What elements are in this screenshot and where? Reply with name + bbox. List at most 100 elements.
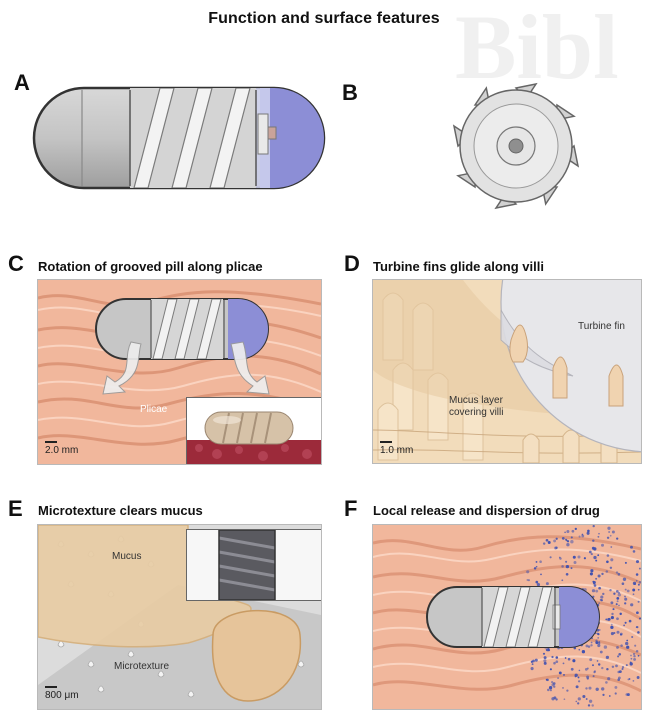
- drug-particle: [636, 650, 639, 653]
- drug-particle: [633, 658, 636, 661]
- drug-particle: [536, 566, 538, 568]
- drug-particle: [592, 547, 595, 550]
- drug-particle: [633, 550, 636, 553]
- drug-particle: [597, 637, 599, 639]
- drug-particle: [631, 636, 633, 638]
- drug-particle: [620, 644, 623, 647]
- drug-particle: [592, 581, 594, 583]
- drug-particle: [584, 557, 586, 559]
- drug-particle: [563, 674, 565, 676]
- drug-particle: [534, 567, 536, 569]
- drug-particle: [571, 536, 573, 538]
- drug-dispersion-scene: [373, 525, 641, 709]
- panel-d-scale-label: 1.0 mm: [380, 445, 413, 456]
- drug-particle: [589, 551, 592, 554]
- drug-particle: [636, 560, 639, 563]
- drug-particle: [636, 611, 639, 614]
- drug-particle: [600, 651, 603, 654]
- drug-particle: [639, 618, 641, 620]
- drug-particle: [566, 573, 569, 576]
- drug-particle: [633, 653, 635, 655]
- drug-particle: [546, 582, 549, 585]
- panel-f-title: Local release and dispersion of drug: [373, 503, 600, 518]
- drug-particle: [579, 670, 581, 672]
- drug-particle: [575, 676, 577, 678]
- drug-particle: [611, 613, 613, 615]
- drug-particle: [532, 663, 534, 665]
- drug-particle: [526, 570, 529, 573]
- drug-particle: [564, 698, 566, 700]
- drug-particle: [550, 668, 552, 670]
- drug-particle: [606, 560, 609, 563]
- drug-particle: [625, 642, 628, 645]
- drug-particle: [620, 633, 623, 636]
- drug-particle: [638, 655, 640, 657]
- drug-particle: [638, 584, 640, 586]
- drug-particle: [544, 656, 547, 659]
- drug-particle: [618, 573, 621, 576]
- panel-d-label: D: [344, 251, 360, 277]
- drug-particle: [571, 668, 574, 671]
- drug-particle: [597, 554, 599, 556]
- drug-particle: [564, 531, 566, 533]
- drug-particle: [601, 667, 603, 669]
- drug-particle: [555, 546, 558, 549]
- drug-particle: [590, 644, 592, 646]
- drug-particle: [566, 689, 568, 691]
- panel-d-scale-bar: 1.0 mm: [380, 441, 413, 456]
- drug-particle: [593, 525, 595, 527]
- drug-particle: [633, 582, 636, 585]
- drug-particle: [578, 697, 581, 700]
- drug-particle: [537, 583, 540, 586]
- drug-particle: [615, 692, 617, 694]
- drug-particle: [593, 675, 595, 677]
- panel-d-title: Turbine fins glide along villi: [373, 259, 544, 274]
- drug-particle: [616, 597, 619, 600]
- villi-and-turbine: [373, 280, 641, 463]
- drug-particle: [610, 558, 613, 561]
- drug-particle: [597, 644, 600, 647]
- drug-particle: [536, 561, 538, 563]
- drug-particle: [598, 641, 600, 643]
- turbine-fin-label: Turbine fin: [578, 321, 625, 332]
- drug-particle: [559, 557, 561, 559]
- panel-e-scale-bar: 800 μm: [45, 686, 79, 701]
- panel-f-drug-release-scene: [372, 524, 642, 710]
- drug-particle: [612, 666, 614, 668]
- drug-particle: [606, 668, 608, 670]
- drug-particle: [577, 702, 579, 704]
- drug-particle: [627, 693, 630, 696]
- drug-particle: [623, 578, 626, 581]
- drug-particle: [589, 658, 592, 661]
- drug-particle: [601, 687, 604, 690]
- drug-particle: [630, 546, 633, 549]
- microtexture-sem-image: [187, 530, 321, 600]
- drug-particle: [616, 646, 619, 649]
- drug-particle: [636, 573, 639, 576]
- drug-particle: [566, 543, 569, 546]
- drug-particle: [556, 538, 558, 540]
- drug-particle: [616, 537, 618, 539]
- drug-particle: [572, 530, 575, 533]
- drug-particle: [548, 541, 551, 544]
- drug-particle: [624, 596, 626, 598]
- drug-particle: [604, 645, 607, 648]
- drug-particle: [550, 556, 552, 558]
- drug-particle: [610, 626, 613, 629]
- drug-particle: [595, 560, 597, 562]
- drug-particle: [551, 681, 553, 683]
- panel-c-scale-bar: 2.0 mm: [45, 441, 78, 456]
- drug-particle: [590, 569, 593, 572]
- drug-particle: [618, 653, 621, 656]
- drug-particle: [574, 561, 577, 564]
- drug-particle: [624, 602, 626, 604]
- drug-particle: [633, 655, 635, 657]
- panel-c-plicae-scene: Plicae 2.0 mm: [37, 279, 322, 465]
- drug-particle: [588, 704, 590, 706]
- panel-e-microtexture-scene: Mucus Microtexture 800 μm: [37, 524, 322, 710]
- drug-particle: [605, 618, 607, 620]
- drug-particle: [631, 658, 633, 660]
- drug-particle: [539, 560, 542, 563]
- drug-particle: [601, 599, 603, 601]
- drug-particle: [606, 570, 609, 573]
